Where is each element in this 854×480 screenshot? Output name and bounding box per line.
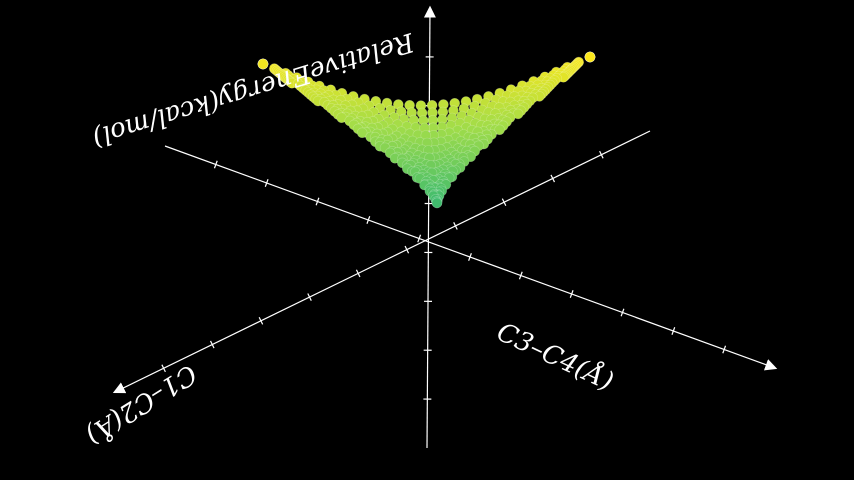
x-axis-tick xyxy=(671,327,676,335)
surface-point xyxy=(257,58,269,70)
x-axis-label: C3–C4(Å) xyxy=(492,315,619,397)
y-axis-tick xyxy=(307,293,312,301)
y-axis-tick xyxy=(404,245,410,254)
x-axis-tick xyxy=(213,160,218,169)
axes-group xyxy=(112,5,778,449)
x-axis-tick xyxy=(518,271,523,280)
x-axis-tick xyxy=(620,308,625,317)
y-axis-tick xyxy=(355,269,361,278)
y-axis-tick xyxy=(258,316,264,325)
y-axis-tick xyxy=(453,222,458,230)
surface-point xyxy=(356,127,368,139)
y-axis-tick xyxy=(501,198,507,207)
surface-point xyxy=(431,197,443,209)
y-axis-line xyxy=(112,130,651,394)
surface-point xyxy=(584,51,596,63)
x-axis-tick xyxy=(264,179,269,187)
x-axis-tick xyxy=(366,216,371,224)
x-axis-tick xyxy=(569,290,574,298)
y-axis-label: C1–C2(Å) xyxy=(80,358,203,451)
x-axis-tick xyxy=(315,197,320,206)
x-axis-tick xyxy=(722,345,727,354)
y-axis-tick xyxy=(209,340,215,349)
y-axis-tick xyxy=(550,174,556,183)
z-axis-line xyxy=(423,5,436,449)
surface-group xyxy=(257,51,596,209)
y-axis-tick xyxy=(599,150,604,159)
y-axis-tick xyxy=(161,364,166,373)
x-axis-tick xyxy=(468,253,472,261)
surface-point xyxy=(494,124,505,136)
x-axis-tick xyxy=(417,234,422,243)
